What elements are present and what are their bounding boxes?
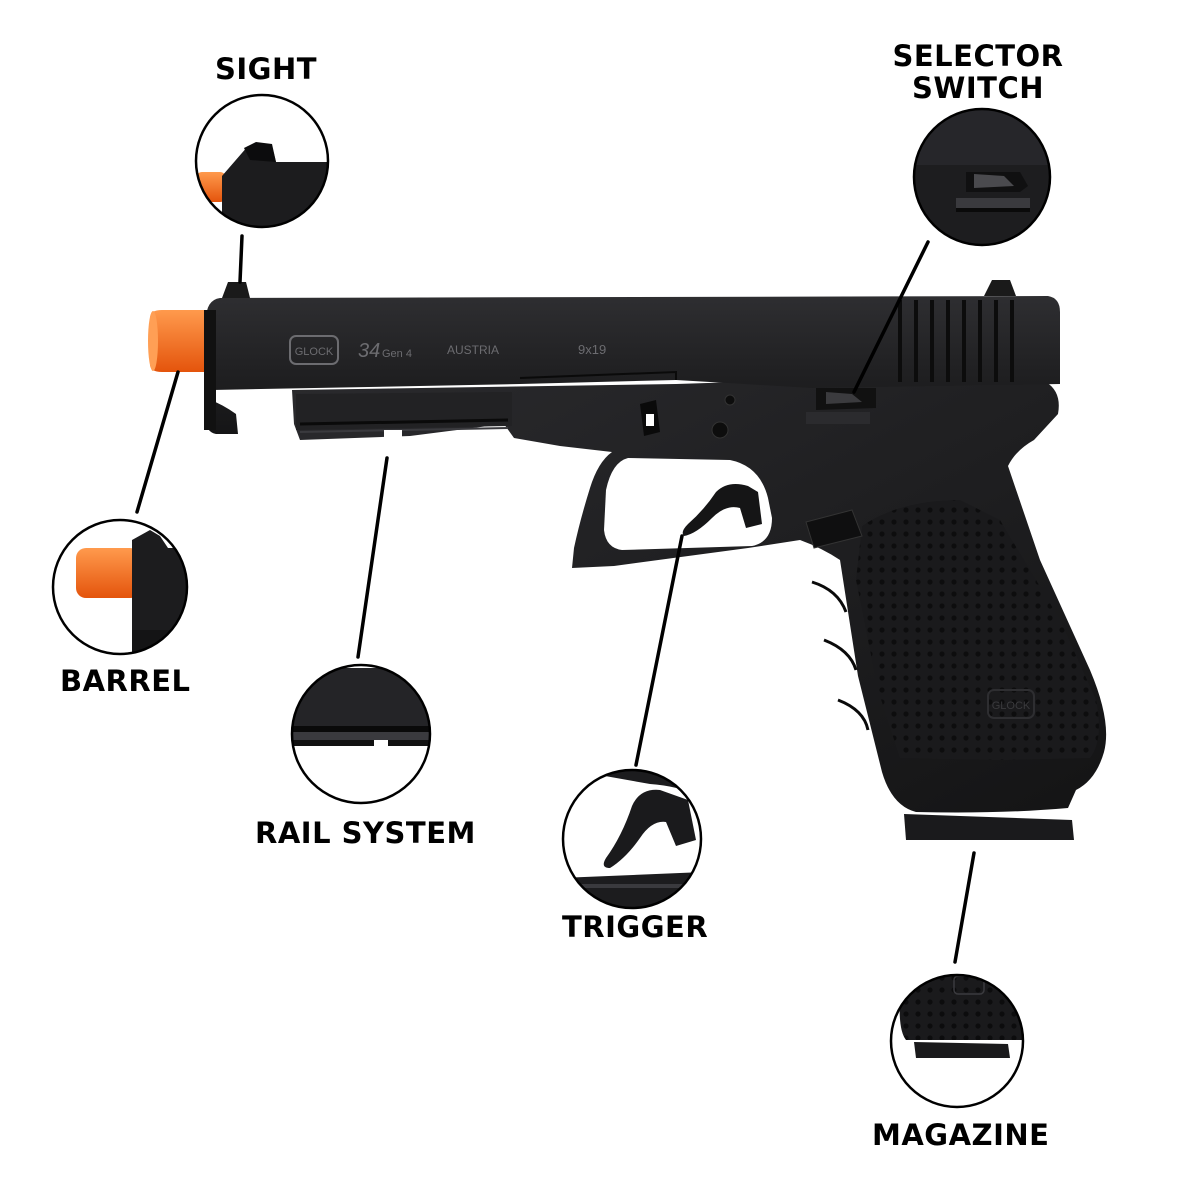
slide	[204, 280, 1060, 434]
slide-model: 34	[358, 340, 380, 362]
magazine-callout-line	[953, 851, 976, 964]
callout-lines	[135, 234, 976, 964]
magazine-detail-circle	[889, 973, 1025, 1109]
slide-generation: Gen 4	[382, 348, 412, 360]
pistol: GLOCK 34 Gen 4 AUSTRIA 9x19 GLOCK	[148, 280, 1107, 840]
rail-detail-circle	[290, 663, 432, 805]
slide-caliber: 9x19	[578, 342, 606, 357]
slide-origin: AUSTRIA	[447, 343, 499, 357]
sight-callout-line	[238, 234, 244, 284]
selector-switch-label-line2: SWITCH	[912, 71, 1044, 105]
barrel-label: BARREL	[60, 664, 191, 698]
trigger-guard-opening	[604, 458, 772, 550]
slide-brand: GLOCK	[295, 346, 334, 358]
selector-switch	[806, 388, 876, 424]
trigger-callout-line	[634, 534, 684, 767]
rear-sight	[984, 280, 1016, 296]
grip-texture	[856, 500, 1099, 760]
magazine-baseplate	[904, 814, 1074, 840]
accessory-rail	[296, 392, 512, 440]
trigger-label: TRIGGER	[562, 910, 709, 944]
barrel-callout-line	[135, 370, 180, 514]
trigger	[682, 484, 762, 536]
trigger-detail-circle	[561, 768, 703, 910]
slide-markings: GLOCK 34 Gen 4 AUSTRIA 9x19	[289, 335, 606, 365]
rail-system-label: RAIL SYSTEM	[255, 816, 476, 850]
magazine-label: MAGAZINE	[872, 1118, 1050, 1152]
barrel-detail-circle	[51, 518, 189, 656]
grip-logo: GLOCK	[992, 700, 1031, 712]
selector-callout-line	[852, 240, 930, 394]
rail-callout-line	[356, 456, 389, 659]
front-sight	[222, 282, 250, 298]
orange-tip	[148, 310, 206, 372]
selector-switch-label-line1: SELECTOR	[892, 39, 1064, 73]
selector-switch-label: SELECTOR SWITCH	[880, 40, 1076, 104]
sight-detail-circle	[194, 93, 330, 229]
selector-detail-circle	[912, 107, 1052, 247]
sight-label: SIGHT	[215, 52, 318, 86]
